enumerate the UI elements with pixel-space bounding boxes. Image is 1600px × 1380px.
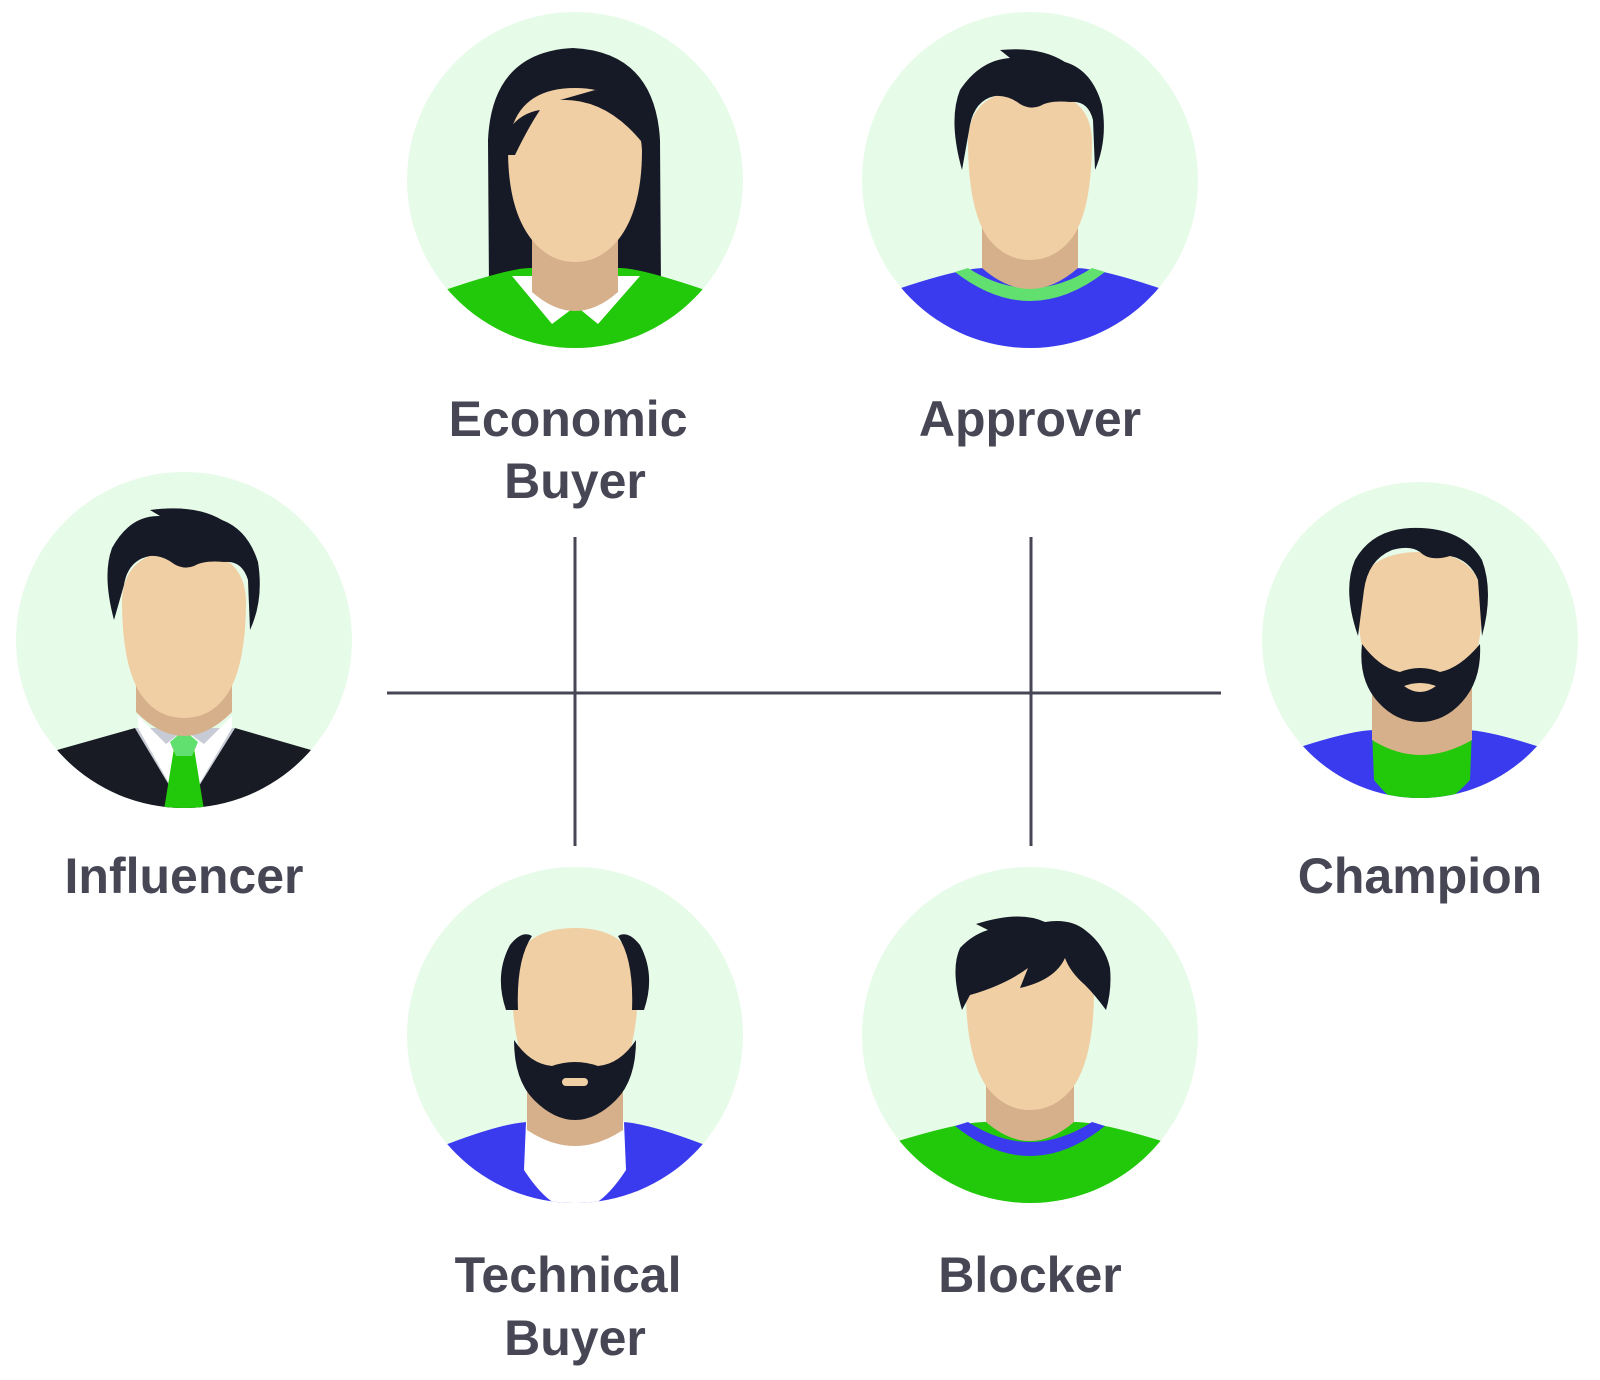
- tie: [164, 748, 204, 808]
- role-label-approver: Approver: [919, 391, 1141, 447]
- connector-lines: [387, 537, 1221, 846]
- role-label-blocker: Blocker: [938, 1247, 1121, 1303]
- mouth: [562, 1078, 588, 1086]
- role-label-technical-buyer: Technical Buyer: [455, 1247, 696, 1366]
- face: [122, 550, 246, 718]
- role-label-influencer: Influencer: [65, 848, 304, 904]
- messy-hair: [955, 916, 1111, 1010]
- hair-part: [498, 90, 648, 155]
- short-hair: [954, 49, 1104, 171]
- shirt-white: [524, 1122, 626, 1203]
- side-hair: [500, 934, 650, 1010]
- role-influencer: Influencer: [16, 472, 352, 904]
- crop-hair: [1349, 527, 1488, 636]
- role-technical-buyer: Technical Buyer: [407, 867, 743, 1366]
- role-label-champion: Champion: [1298, 848, 1542, 904]
- neckline: [955, 268, 1105, 301]
- man-messy-hair-avatar-icon: [895, 916, 1165, 1203]
- beard: [1361, 644, 1481, 722]
- mouth: [1404, 683, 1436, 692]
- woman-avatar-icon: [445, 48, 705, 348]
- shirt: [895, 1122, 1165, 1203]
- short-hair: [107, 508, 260, 630]
- face: [512, 928, 638, 1100]
- role-approver: Approver: [862, 12, 1198, 447]
- tie-knot: [170, 730, 198, 756]
- bald-bearded-man-avatar-icon: [445, 928, 705, 1203]
- role-label-economic-buyer: Economic Buyer: [449, 391, 702, 509]
- face: [968, 90, 1092, 260]
- neckline: [955, 1122, 1105, 1156]
- face: [508, 88, 642, 262]
- role-economic-buyer: Economic Buyer: [407, 12, 743, 509]
- role-champion: Champion: [1262, 482, 1578, 904]
- role-blocker: Blocker: [862, 867, 1198, 1303]
